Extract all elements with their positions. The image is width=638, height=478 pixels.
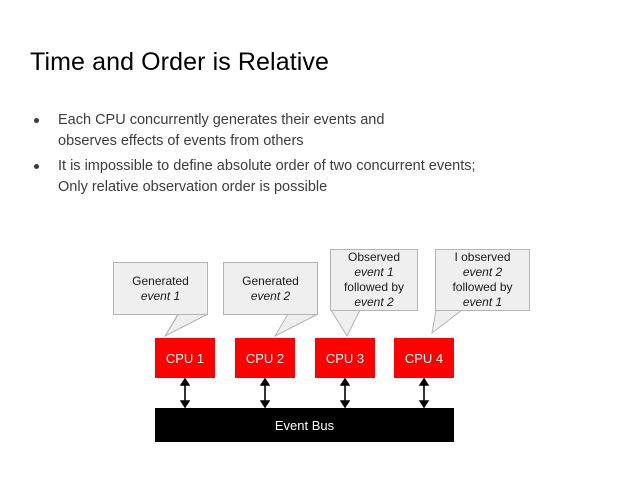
bullet-2-line-1: It is impossible to define absolute orde… <box>58 158 476 174</box>
cpu-box-4: CPU 4 <box>394 338 454 378</box>
callout-observed-event-2-then-1: I observed event 2 followed by event 1 <box>435 249 530 311</box>
bus-arrows-group <box>179 377 430 409</box>
callout-3-line-4: event 2 <box>354 295 394 309</box>
callout-generated-event-2: Generated event 2 <box>223 262 318 315</box>
bus-arrow-cpu1 <box>179 377 191 409</box>
bullet-item-2: It is impossible to define absolute orde… <box>30 156 590 198</box>
bullet-item-1: Each CPU concurrently generates their ev… <box>30 110 590 152</box>
cpu-box-3: CPU 3 <box>315 338 375 378</box>
callout-observed-event-1-then-2: Observed event 1 followed by event 2 <box>330 249 418 311</box>
cpu-box-2: CPU 2 <box>235 338 295 378</box>
bullet-marker-icon <box>34 118 39 123</box>
bus-arrow-cpu4 <box>418 377 430 409</box>
callout-4-line-3: followed by <box>452 280 513 294</box>
callout-3-line-2: event 1 <box>354 265 394 279</box>
bullet-1-line-2: observes effects of events from others <box>58 133 304 149</box>
bullet-2-line-2: Only relative observation order is possi… <box>58 179 328 195</box>
callout-tail-3 <box>330 309 361 338</box>
callout-tail-4 <box>431 309 464 335</box>
bus-arrow-cpu3 <box>339 377 351 409</box>
bullet-marker-icon <box>34 164 39 169</box>
bullet-list: Each CPU concurrently generates their ev… <box>30 110 590 202</box>
callout-4-line-4: event 1 <box>462 295 503 309</box>
callout-1-line-2: event 1 <box>140 288 181 303</box>
cpu-box-1: CPU 1 <box>155 338 215 378</box>
bus-arrow-cpu2 <box>259 377 271 409</box>
callout-2-line-1: Generated <box>242 273 299 288</box>
callout-2-line-2: event 2 <box>250 288 291 303</box>
page-title: Time and Order is Relative <box>30 48 329 76</box>
callout-1-line-1: Generated <box>132 273 189 288</box>
callout-4-line-1: I observed <box>454 250 511 264</box>
callout-3-line-3: followed by <box>343 280 405 294</box>
callout-4-line-2: event 2 <box>462 265 503 279</box>
callout-tail-2 <box>273 313 319 338</box>
bullet-1-line-1: Each CPU concurrently generates their ev… <box>58 112 385 128</box>
callout-3-line-1: Observed <box>347 250 401 264</box>
callout-generated-event-1: Generated event 1 <box>113 262 208 315</box>
event-bus-bar: Event Bus <box>155 408 454 442</box>
